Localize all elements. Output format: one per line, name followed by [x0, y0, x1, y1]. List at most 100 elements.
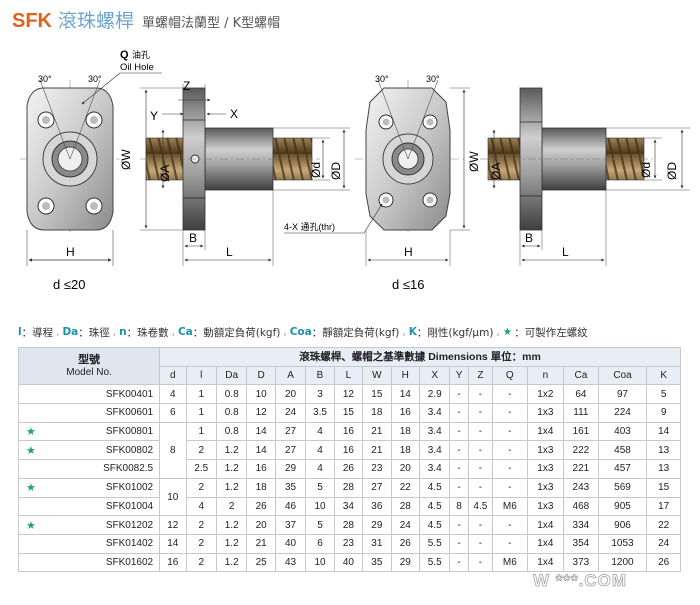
- cell-ca: 373: [563, 552, 599, 573]
- cell-d: 8: [159, 421, 187, 479]
- cell-b: 4: [305, 421, 335, 442]
- star-cell: [17, 403, 43, 423]
- cell-a: 27: [274, 421, 307, 442]
- cell-k: 5: [646, 384, 681, 405]
- cell-n: 1x4: [526, 421, 565, 442]
- column-header: W: [362, 365, 392, 386]
- cell-x: 5.5: [418, 533, 451, 554]
- cell-a: 20: [274, 384, 307, 405]
- cell-d: 21: [246, 533, 276, 554]
- cell-x: 4.5: [418, 515, 451, 535]
- cell-z: -: [467, 533, 494, 554]
- cell-h: 24: [390, 515, 420, 535]
- cell-coa: 224: [597, 403, 648, 423]
- cell-n: 1x3: [526, 477, 565, 498]
- cell-n: 1x4: [526, 533, 565, 554]
- star-icon: ★: [17, 477, 43, 498]
- caption-right: d ≤16: [392, 277, 424, 292]
- cell-q: -: [492, 477, 528, 498]
- model-cell: SFK01402: [42, 533, 161, 554]
- cell-a: 40: [274, 533, 307, 554]
- cell-w: 36: [362, 496, 392, 517]
- cell-w: 21: [362, 421, 392, 442]
- cell-h: 18: [390, 421, 420, 442]
- cell-coa: 905: [597, 496, 648, 517]
- dim-w: ØW: [119, 149, 133, 170]
- cell-da: 1.2: [215, 515, 248, 535]
- cell-q: -: [492, 384, 528, 405]
- page-title: SFK 滾珠螺桿 單螺帽法蘭型 / K型螺帽: [12, 6, 280, 34]
- legend-text: ：珠卷數: [126, 326, 169, 339]
- legend-key: Da: [62, 326, 79, 338]
- star-icon: ★: [502, 326, 513, 338]
- column-header: A: [274, 365, 307, 386]
- angle-label: 30°: [426, 74, 440, 84]
- cell-y: -: [449, 459, 469, 479]
- legend-text: ：珠徑: [78, 326, 110, 339]
- dim-d: Ød: [639, 162, 653, 178]
- star-cell: [17, 496, 43, 517]
- cell-da: 1.2: [215, 459, 248, 479]
- dim-b: B: [189, 231, 197, 245]
- thru-hole-callout: 4-X 通孔(thr): [284, 203, 383, 234]
- cell-a: 27: [274, 440, 307, 461]
- column-header: n: [526, 365, 565, 386]
- cell-coa: 458: [597, 440, 648, 461]
- model-cell: SFK00802: [42, 440, 161, 461]
- cell-a: 29: [274, 459, 307, 479]
- legend-key: l: [18, 326, 22, 338]
- svg-text:4-X 通孔(thr): 4-X 通孔(thr): [284, 222, 335, 232]
- cell-b: 3.5: [305, 403, 335, 423]
- oil-hole-callout: Q 油孔 Oil Hole: [81, 49, 162, 105]
- cell-q: M6: [492, 496, 528, 517]
- cell-b: 3: [305, 384, 335, 405]
- cell-l: 1: [185, 384, 217, 405]
- side-view-left: Z Y X ØW ØA Ød ØD B: [119, 79, 350, 266]
- cell-y: -: [449, 477, 469, 498]
- cell-y: -: [449, 533, 469, 554]
- front-view-right: 30° 30° ØW H d ≤16: [355, 74, 481, 292]
- cell-b: 6: [305, 533, 335, 554]
- dim-z: Z: [183, 79, 190, 93]
- cell-coa: 403: [597, 421, 648, 442]
- cell-da: 1.2: [215, 477, 248, 498]
- column-header: K: [646, 365, 681, 386]
- cell-q: -: [492, 459, 528, 479]
- legend-text: ：靜額定負荷(kgf): [311, 326, 400, 339]
- cell-coa: 569: [597, 477, 648, 498]
- cell-k: 22: [646, 515, 681, 535]
- technical-drawing: 30° 30° H d ≤20 Q 油孔 Oil Hole Z: [0, 34, 700, 320]
- legend-text: ：剛性(kgf/μm): [416, 326, 494, 339]
- cell-z: -: [467, 403, 494, 423]
- star-icon: ★: [17, 421, 43, 442]
- cell-x: 2.9: [418, 384, 451, 405]
- cell-h: 22: [390, 477, 420, 498]
- cell-l: 26: [333, 459, 364, 479]
- cell-coa: 1053: [597, 533, 648, 554]
- cell-k: 9: [646, 403, 681, 423]
- column-header: d: [159, 365, 187, 386]
- cell-l: 23: [333, 533, 364, 554]
- cell-l: 2: [185, 477, 217, 498]
- cell-n: 1x3: [526, 403, 565, 423]
- cell-ca: 64: [563, 384, 599, 405]
- star-cell: [17, 552, 43, 573]
- dim-h: H: [404, 245, 413, 259]
- cell-q: -: [492, 440, 528, 461]
- legend-key: Ca: [177, 326, 193, 338]
- cell-l: 2: [185, 515, 217, 535]
- cell-l: 2: [185, 552, 217, 573]
- product-code: SFK: [12, 10, 52, 32]
- legend-key: K: [408, 326, 417, 338]
- cell-l: 34: [333, 496, 364, 517]
- dim-l: L: [226, 245, 233, 259]
- cell-coa: 97: [597, 384, 648, 405]
- cell-d: 16: [159, 552, 187, 573]
- dim-l: L: [562, 245, 569, 259]
- side-view-right: ØA Ød ØD B L: [480, 87, 690, 266]
- cell-d: 4: [159, 384, 187, 405]
- cell-ca: 243: [563, 477, 599, 498]
- cell-da: 1.2: [215, 440, 248, 461]
